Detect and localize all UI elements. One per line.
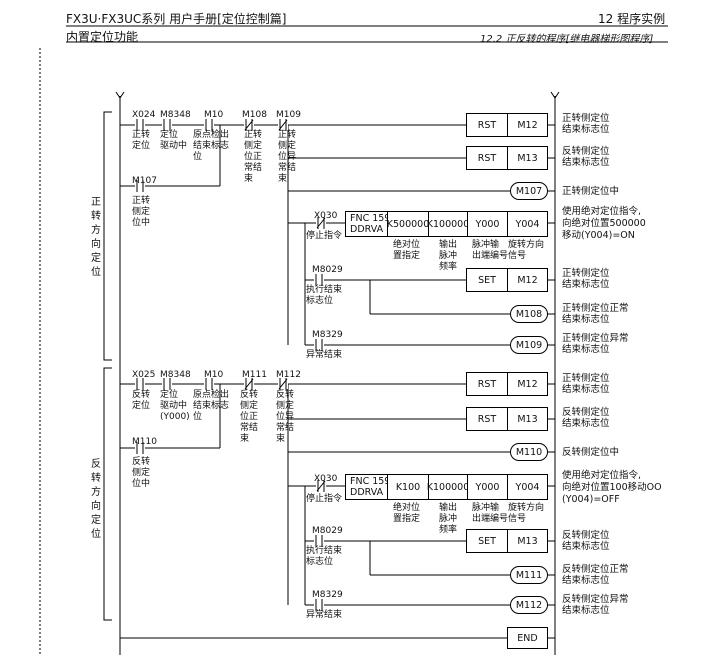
fnc-operand-1: K500000: [387, 211, 429, 237]
fnc-operand-4: Y004: [507, 211, 548, 237]
fnc-caption-2: 输出 脉冲 频率: [439, 240, 458, 272]
contact-m111-caption: 反转 侧定 位正 常结 束: [240, 390, 259, 444]
rst-comment: 反转侧定位 结束标志位: [562, 146, 610, 168]
fnc-operand-3: Y000: [467, 211, 508, 237]
fnc-caption-1: 绝对位 置指定: [393, 503, 421, 524]
fnc-code: FNC 159 DDRVA: [345, 211, 390, 237]
fnc-operand-3: Y000: [467, 474, 508, 500]
contact-m10-name: M10: [204, 370, 224, 380]
set-op: SET: [466, 529, 508, 553]
fnc-operand-1: K100: [387, 474, 429, 500]
contact-x030-name: X030: [314, 211, 338, 221]
fnc-caption-4: 旋转方向 信号: [508, 240, 545, 261]
rst-comment: 正转侧定位 结束标志位: [562, 373, 610, 395]
contact-m8029-name: M8029: [312, 526, 343, 536]
fnc-caption-2: 输出 脉冲 频率: [439, 503, 458, 535]
set-comment: 正转侧定位 结束标志位: [562, 268, 610, 290]
rst-op: RST: [466, 372, 508, 396]
contact-m107-caption: 正转 侧定 位中: [132, 196, 151, 228]
coil-m108-comment: 正转侧定位正常 结束标志位: [562, 303, 629, 325]
fnc-caption-3: 脉冲输 出端编号: [472, 240, 509, 261]
contact-m8329-name: M8329: [312, 330, 343, 340]
coil-m111: M111: [510, 566, 548, 584]
coil-comment: 反转侧定位中: [562, 447, 620, 458]
rst-device: M13: [507, 407, 548, 431]
forward-section-label: 正 转 方 向 定 位: [91, 197, 101, 278]
contact-m8329-caption: 异常结束: [306, 350, 343, 360]
contact-x030-caption: 停止指令: [306, 494, 343, 504]
rst-device: M13: [507, 146, 548, 170]
contact-x030-name: X030: [314, 474, 338, 484]
set-device: M13: [507, 529, 548, 553]
set-device: M12: [507, 268, 548, 292]
contact-m108-name: M108: [242, 110, 267, 120]
contact-x030-caption: 停止指令: [306, 231, 343, 241]
reverse-section-label: 反 转 方 向 定 位: [91, 459, 101, 540]
contact-m110-name: M110: [132, 437, 157, 447]
contact-symbols: [135, 119, 326, 611]
contact-m8329-name: M8329: [312, 590, 343, 600]
contact-x024-name: X024: [132, 110, 156, 120]
contact-m8348-name: M8348: [160, 370, 191, 380]
contact-m8348-name: M8348: [160, 110, 191, 120]
contact-m8348-caption: 定位 驱动中: [160, 130, 188, 151]
rst-op: RST: [466, 407, 508, 431]
contact-x025-caption: 反转 定位: [132, 390, 151, 411]
fnc-caption-1: 绝对位 置指定: [393, 240, 421, 261]
contact-m111-name: M111: [242, 370, 267, 380]
coil-m110: M110: [510, 443, 548, 461]
coil-m109-comment: 正转侧定位异常 结束标志位: [562, 333, 629, 355]
fnc-caption-3: 脉冲输 出端编号: [472, 503, 509, 524]
fnc-comment: 使用绝对定位指令, 向绝对位置500000 移动(Y004)=ON: [562, 206, 646, 241]
rst-device: M12: [507, 113, 548, 137]
subsection-title: 12.2 正反转的程序[继电器梯形图程序]: [480, 34, 654, 45]
coil-m112: M112: [510, 596, 548, 614]
rst-op: RST: [466, 146, 508, 170]
contact-m109-name: M109: [276, 110, 301, 120]
fnc-code: FNC 159 DDRVA: [345, 474, 390, 500]
set-comment: 反转侧定位 结束标志位: [562, 530, 610, 552]
fnc-operand-2: K100000: [427, 211, 469, 237]
contact-m10-name: M10: [204, 110, 224, 120]
rst-comment: 反转侧定位 结束标志位: [562, 407, 610, 429]
fnc-comment: 使用绝对定位指令, 向绝对位置100移动OO (Y004)=OFF: [562, 470, 662, 505]
coil-m107: M107: [510, 182, 548, 200]
chapter-title: 12 程序实例: [598, 12, 666, 26]
contact-m107-name: M107: [132, 176, 157, 186]
contact-x025-name: X025: [132, 370, 156, 380]
section-title: 内置定位功能: [66, 30, 139, 44]
end-instruction: END: [507, 627, 548, 649]
coil-m111-comment: 反转侧定位正常 结束标志位: [562, 564, 629, 586]
coil-m108: M108: [510, 305, 548, 323]
set-op: SET: [466, 268, 508, 292]
fnc-caption-4: 旋转方向 信号: [508, 503, 545, 524]
contact-m8348-caption: 定位 驱动中 (Y000): [160, 390, 190, 422]
contact-m109-caption: 正转 侧定 位异 常结 束: [278, 130, 297, 184]
contact-m110-caption: 反转 侧定 位中: [132, 457, 151, 489]
contact-m8029-name: M8029: [312, 265, 343, 275]
contact-m8029-caption: 执行结束 标志位: [306, 285, 343, 306]
rst-comment: 正转侧定位 结束标志位: [562, 113, 610, 135]
contact-m8029-caption: 执行结束 标志位: [306, 546, 343, 567]
fnc-operand-2: K100000: [427, 474, 469, 500]
contact-x024-caption: 正转 定位: [132, 130, 151, 151]
fnc-operand-4: Y004: [507, 474, 548, 500]
contact-m108-caption: 正转 侧定 位正 常结 束: [244, 130, 263, 184]
contact-m8329-caption: 异常结束: [306, 610, 343, 620]
coil-m112-comment: 反转侧定位异常 结束标志位: [562, 594, 629, 616]
rst-op: RST: [466, 113, 508, 137]
contact-m112-caption: 反转 侧定 位异 常结 束: [276, 390, 295, 444]
contact-m10-caption: 原点检出 结束标志 位: [193, 130, 230, 162]
coil-comment: 正转侧定位中: [562, 186, 620, 197]
contact-m112-name: M112: [276, 370, 301, 380]
rst-device: M12: [507, 372, 548, 396]
manual-title: FX3U·FX3UC系列 用户手册[定位控制篇]: [66, 12, 287, 26]
contact-m10-caption: 原点检出 结束标志 位: [193, 390, 230, 422]
coil-m109: M109: [510, 336, 548, 354]
